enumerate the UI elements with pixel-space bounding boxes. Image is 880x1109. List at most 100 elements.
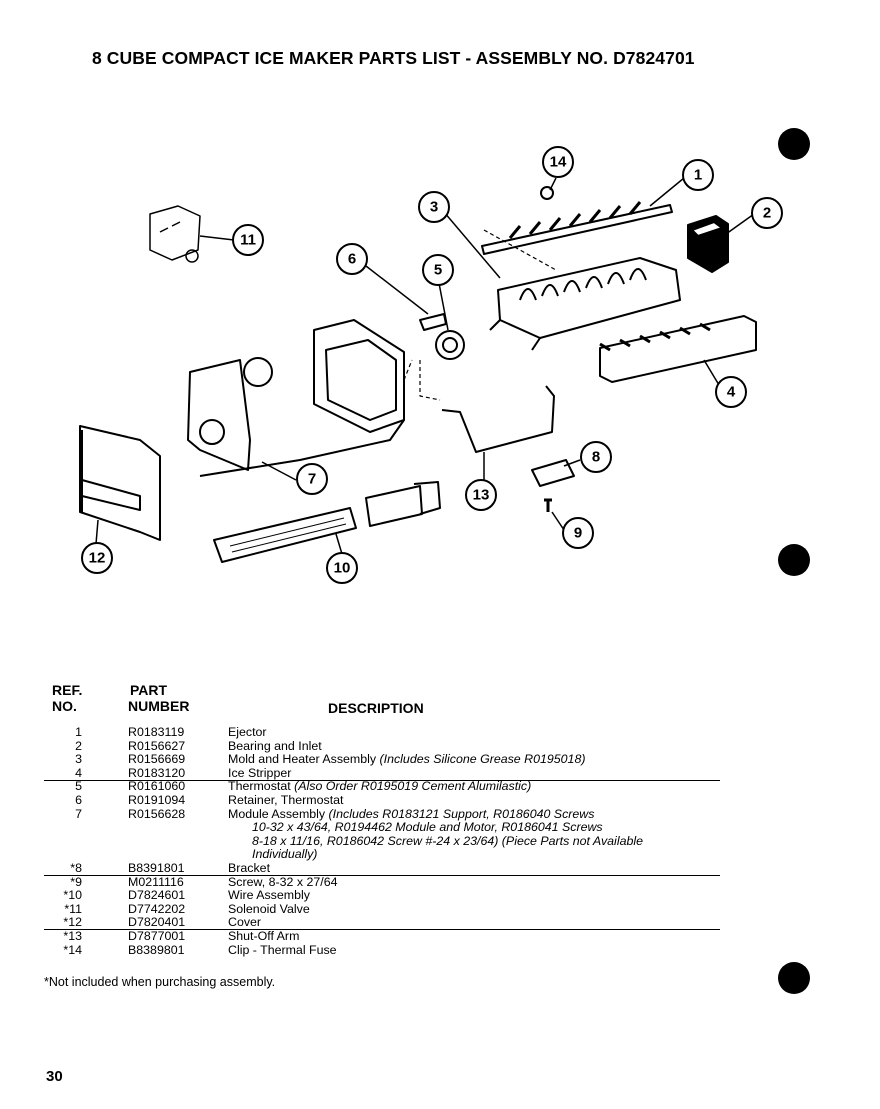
callout-6 [336,243,368,275]
callout-5 [422,254,454,286]
row-description-note: (Includes Silicone Grease R0195018) [379,752,586,767]
row-description-main: Mold and Heater Assembly [228,752,380,767]
row-ref: 4 [75,765,82,780]
row-part-number: D7824601 [128,888,186,903]
callout-11 [232,224,264,256]
row-ref: *11 [64,901,82,916]
part-bearing-inlet [687,215,729,273]
callout-4 [715,376,747,408]
table-row: 1 R0183119 Ejector [40,725,740,740]
part-thermostat [435,330,465,360]
exploded-parts-diagram: 1 2 3 4 5 6 7 8 9 10 11 12 13 14 [79,146,783,584]
row-part-number: R0183120 [128,765,186,780]
callout-label-11: 11 [240,232,256,249]
callout-label-8: 8 [592,449,600,466]
row-part-number: R0156627 [128,738,186,753]
part-screw [544,498,552,512]
row-description-continuation: 8-18 x 11/16, R0186042 Screw #-24 x 23/6… [252,833,643,848]
row-description: Screw, 8-32 x 27/64 [228,874,338,889]
binder-hole-top [778,128,810,160]
part-wire-assembly [213,481,441,563]
table-row: *11 D7742202 Solenoid Valve [40,901,740,917]
row-description: Cover [228,915,262,930]
part-ice-stripper [599,315,757,383]
binder-hole-middle [778,544,810,576]
callout-1 [682,159,714,191]
row-part-number: R0183119 [128,725,185,739]
row-part-number: B8391801 [128,860,185,875]
table-row: 2 R0156627 Bearing and Inlet [40,738,740,754]
table-row: *9 M0211116 Screw, 8-32 x 27/64 [40,874,740,890]
row-ref: 5 [75,779,82,794]
row-part-number: B8389801 [128,942,185,957]
callout-label-14: 14 [550,154,567,171]
row-part-number: R0156628 [128,806,186,821]
row-description: Bracket [228,860,271,875]
row-description: Solenoid Valve [228,901,310,916]
callout-12 [81,542,113,574]
table-row-continuation: 8-18 x 11/16, R0186042 Screw #-24 x 23/6… [40,833,740,849]
row-description-main: Thermostat [228,779,295,794]
row-description: Module Assembly (Includes R0183121 Suppo… [228,806,594,822]
row-ref: 6 [75,792,82,807]
callout-label-6: 6 [348,251,356,268]
row-ref: 7 [75,806,82,821]
table-rule [44,875,720,876]
callout-7 [296,463,328,495]
table-row: *8 B8391801 Bracket [40,860,740,876]
table-rule [44,780,720,781]
part-module-assembly [187,319,405,477]
part-cover [79,425,161,541]
row-part-number: D7742202 [128,901,186,916]
row-description: Retainer, Thermostat [228,792,344,807]
row-description: Ejector [228,725,267,739]
callout-label-12: 12 [89,550,106,567]
row-ref: *10 [63,888,82,903]
row-ref: *8 [70,860,82,875]
callout-label-4: 4 [727,384,736,401]
header-ref-line2: NO. [52,698,77,714]
row-description-main: Module Assembly [228,806,329,821]
row-part-number: R0191094 [128,792,186,807]
footnote: *Not included when purchasing assembly. [44,975,276,989]
table-row: 7 R0156628 Module Assembly (Includes R0183… [40,806,740,822]
row-part-number: R0156669 [128,752,186,767]
row-ref: 1 [75,725,82,739]
row-part-number: M0211116 [128,874,184,889]
part-mold-heater [489,257,681,351]
callout-label-7: 7 [308,471,316,488]
part-thermostat-retainer [419,313,447,331]
part-ejector [481,201,673,255]
part-thermal-fuse-clip [540,186,554,200]
row-ref: *9 [70,874,82,889]
part-bracket [531,459,575,487]
table-row: 4 R0183120 Ice Stripper [40,765,740,781]
header-part-line2: NUMBER [128,698,190,714]
callout-10 [326,552,358,584]
row-description: Ice Stripper [228,765,292,780]
row-description: Shut-Off Arm [228,928,300,943]
part-solenoid-valve [149,205,201,263]
row-description-continuation: Individually) [252,847,318,862]
callout-label-2: 2 [763,205,771,222]
row-description: Bearing and Inlet [228,738,322,753]
table-row: 6 R0191094 Retainer, Thermostat [40,792,740,808]
callout-13 [465,479,497,511]
row-part-number: D7820401 [128,915,186,930]
row-ref: *14 [63,942,82,957]
row-description-continuation: 10-32 x 43/64, R0194462 Module and Motor… [252,820,603,835]
row-ref: 2 [75,738,82,753]
row-ref: *13 [63,928,82,943]
callout-label-10: 10 [334,560,351,577]
callout-label-1: 1 [694,167,702,184]
row-description: Thermostat (Also Order R0195019 Cement A… [228,780,531,794]
row-description-note: (Also Order R0195019 Cement Alumilastic) [294,779,532,794]
callout-3 [418,191,450,223]
header-description: DESCRIPTION [328,700,424,716]
header-part-line1: PART [130,682,168,698]
